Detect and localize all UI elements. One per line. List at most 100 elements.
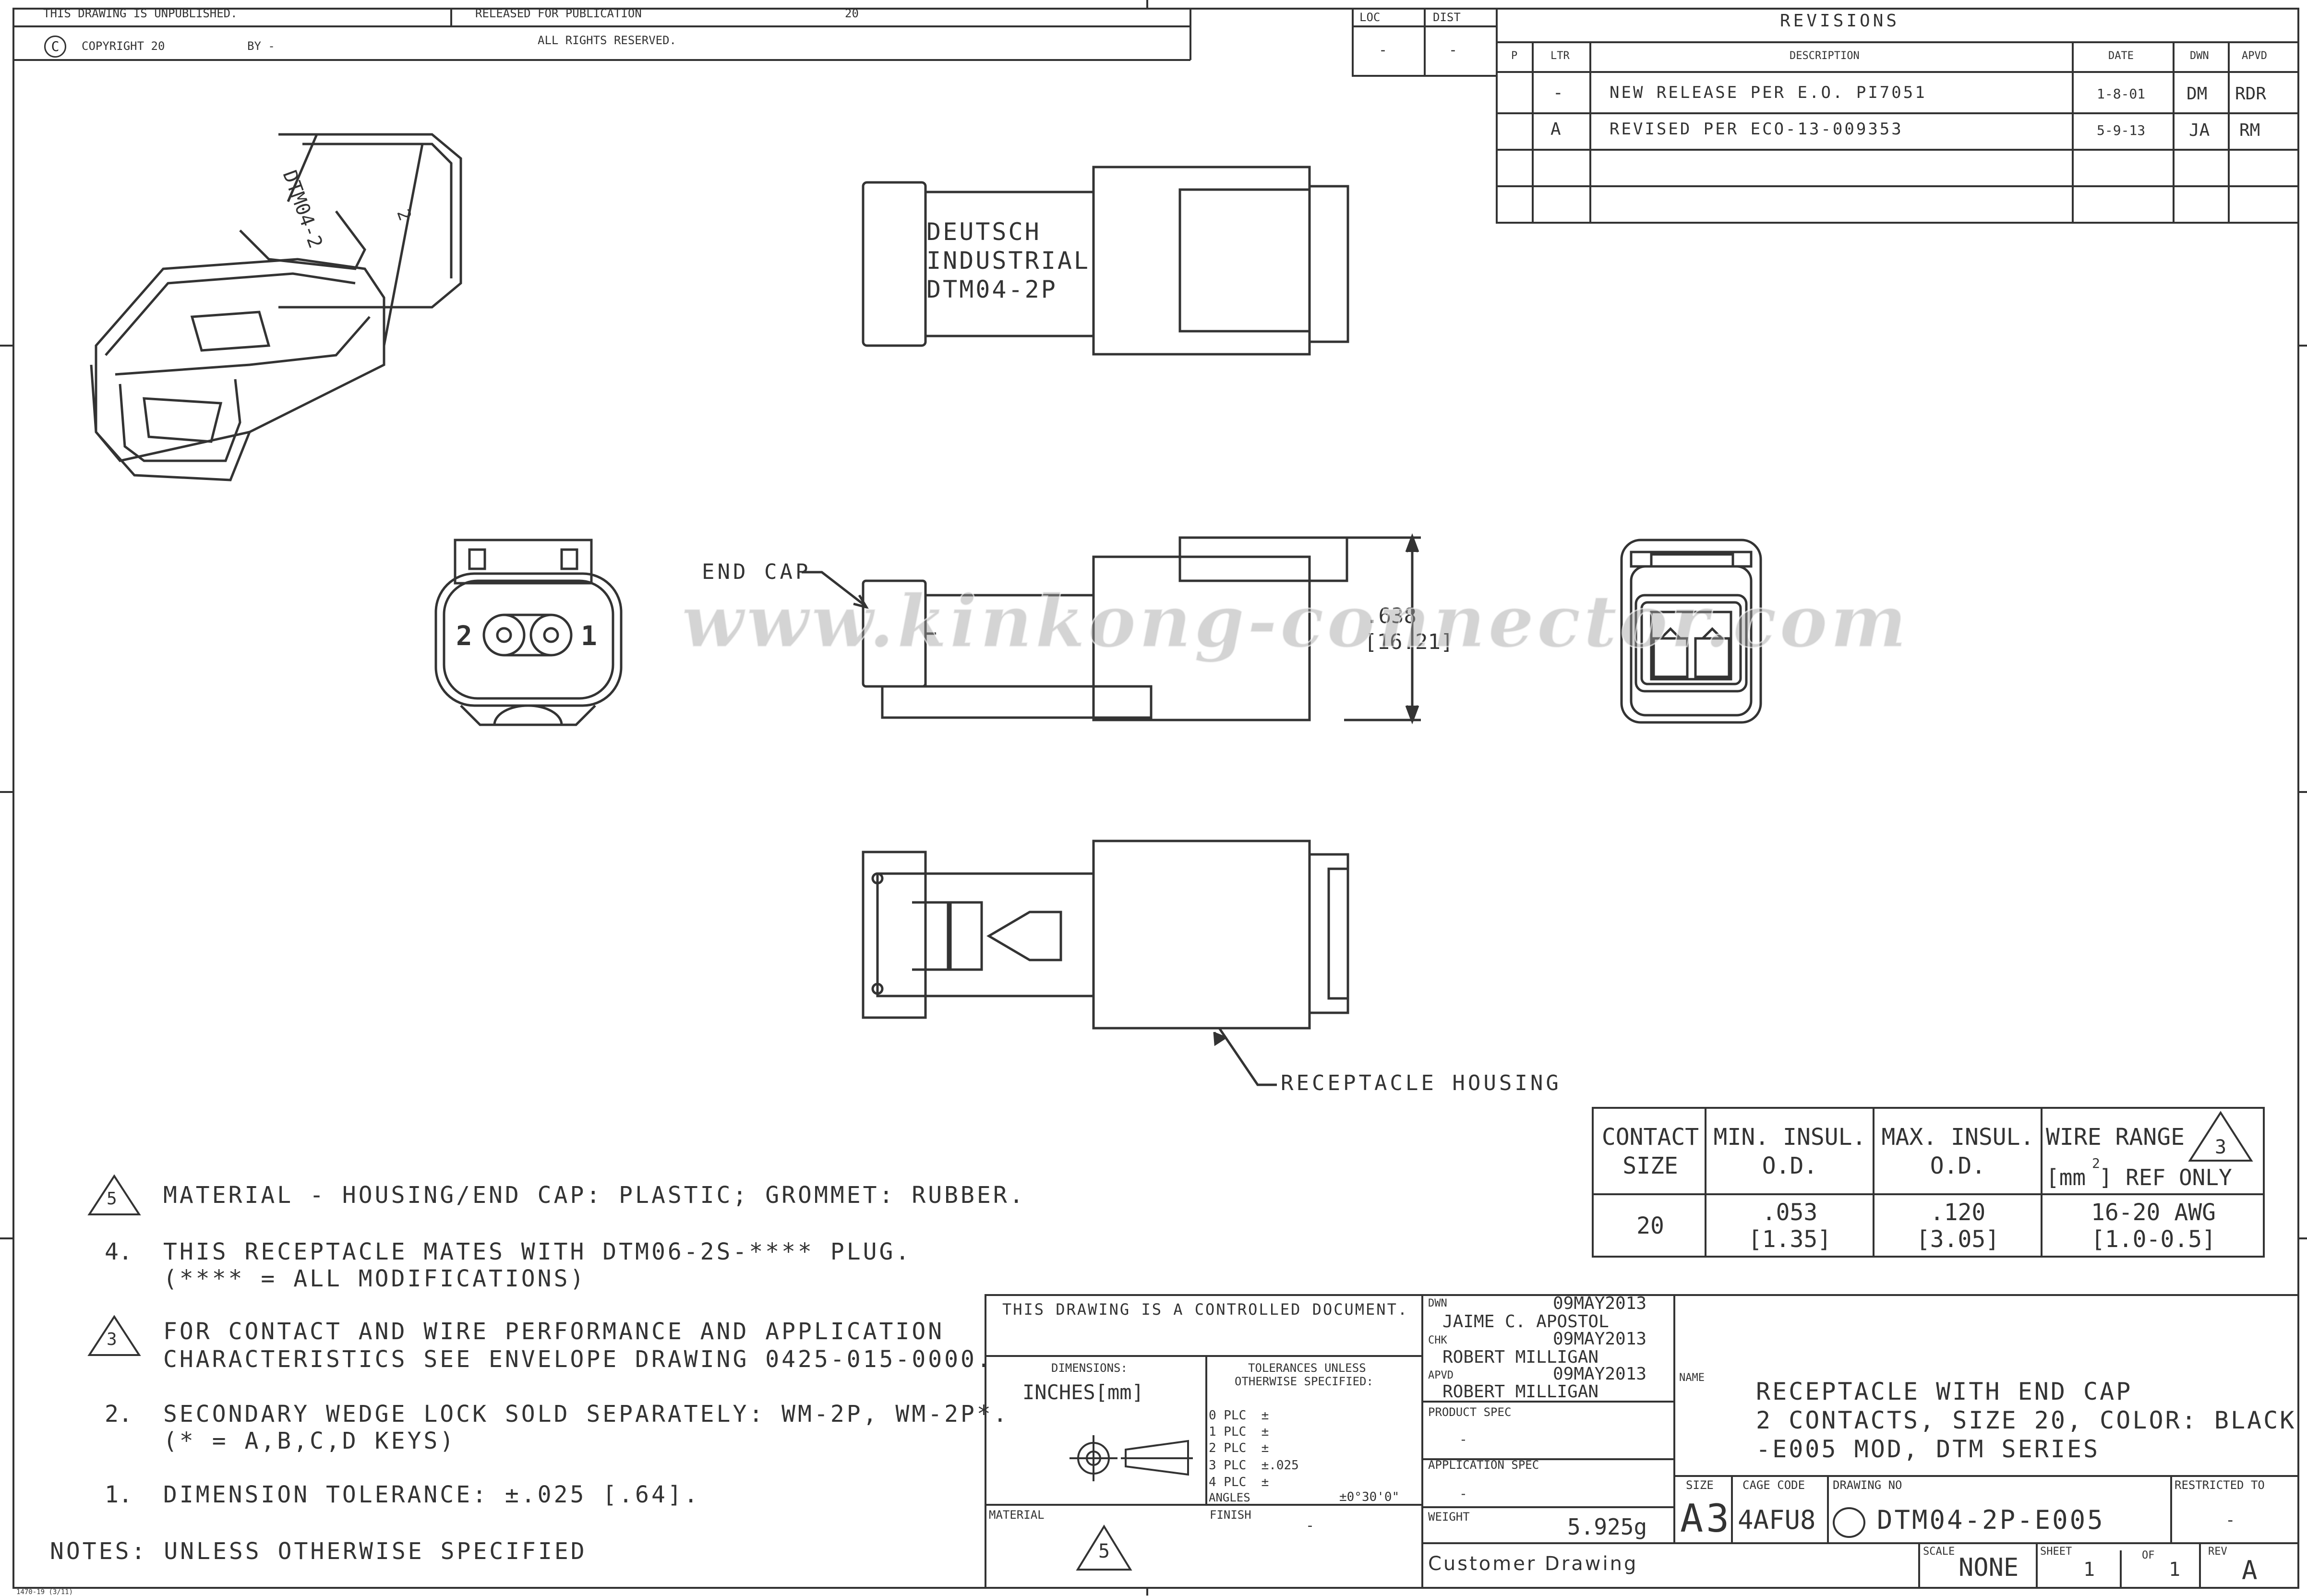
note-5-line-1: MATERIAL - HOUSING/END CAP: PLASTIC; GRO… (163, 1182, 1026, 1209)
of-label: OF (2142, 1549, 2155, 1561)
dwn-label: DWN (1428, 1297, 1447, 1309)
product-spec-value: - (1459, 1431, 1467, 1447)
rev-col-p: P (1511, 50, 1518, 62)
restricted-value: - (2225, 1511, 2235, 1530)
note-1-num: 1. (105, 1481, 132, 1508)
size-value: A3 (1680, 1496, 1732, 1541)
contact-col-4-line-1: WIRE RANGE (2046, 1124, 2185, 1151)
note-5-flag-num: 5 (107, 1189, 117, 1209)
note-4-line-1: THIS RECEPTACLE MATES WITH DTM06-2S-****… (163, 1238, 912, 1265)
dimension-inches: .638 (1366, 604, 1417, 628)
name-label: NAME (1679, 1372, 1705, 1384)
rev-row-apvd: RM (2239, 120, 2260, 140)
restricted-label: RESTRICTED TO (2175, 1478, 2265, 1492)
min-insul-mm: [1.35] (1748, 1226, 1832, 1253)
material-label: MATERIAL (989, 1508, 1045, 1522)
chk-date: 09MAY2013 (1553, 1329, 1647, 1349)
rights-text: ALL RIGHTS RESERVED. (538, 34, 676, 47)
superscript-2: 2 (2092, 1155, 2100, 1171)
year-text: 20 (845, 7, 859, 20)
dimension-mm: [16.21] (1364, 630, 1454, 654)
released-text: RELEASED FOR PUBLICATION (475, 7, 642, 20)
end-view-right (1620, 539, 1762, 724)
apvd-date: 09MAY2013 (1553, 1364, 1647, 1384)
size-label: SIZE (1686, 1478, 1714, 1492)
note-3-line-1: FOR CONTACT AND WIRE PERFORMANCE AND APP… (163, 1318, 945, 1345)
cage-code-value: 4AFU8 (1738, 1505, 1816, 1535)
isometric-view (90, 133, 462, 481)
wire-range-flag-num: 3 (2215, 1136, 2227, 1158)
rev-row-dwn: DM (2187, 84, 2208, 104)
copyright-icon: C (44, 36, 66, 58)
rev-row-date: 5-9-13 (2097, 122, 2146, 138)
rev-col-ltr: LTR (1550, 50, 1570, 62)
min-insul-in: .053 (1762, 1199, 1818, 1226)
dist-value: - (1449, 42, 1458, 59)
name-line-3: -E005 MOD, DTM SERIES (1756, 1435, 2100, 1463)
top-label-1: DEUTSCH (926, 218, 1041, 246)
contact-col-2-line-2: O.D. (1762, 1152, 1818, 1179)
finish-value: - (1306, 1517, 1315, 1534)
material-flag-num: 5 (1098, 1540, 1110, 1562)
note-2-num: 2. (105, 1401, 132, 1428)
note-4-line-2: (**** = ALL MODIFICATIONS) (163, 1265, 587, 1292)
pin-1-label: 1 (581, 621, 597, 652)
copyright-text: COPYRIGHT 20 (82, 39, 165, 53)
scale-value: NONE (1959, 1553, 2019, 1582)
dimensions-value: INCHES[mm] (1022, 1380, 1144, 1404)
form-number: 1470-19 (3/11) (16, 1588, 73, 1596)
rev-label: REV (2208, 1546, 2227, 1558)
rev-row-date: 1-8-01 (2097, 86, 2146, 102)
sheet-value: 1 (2083, 1559, 2095, 1581)
of-value: 1 (2169, 1559, 2181, 1581)
rev-row-description: REVISED PER ECO-13-009353 (1610, 120, 1903, 139)
material-flag (1076, 1524, 1132, 1571)
end-view-left (434, 539, 623, 726)
pin-2-label: 2 (456, 621, 472, 652)
product-spec-label: PRODUCT SPEC (1428, 1405, 1512, 1419)
customer-drawing: Customer Drawing (1428, 1553, 1638, 1575)
application-spec-value: - (1459, 1486, 1467, 1501)
receptacle-housing-label: RECEPTACLE HOUSING (1281, 1071, 1562, 1095)
revisions-title: REVISIONS (1780, 11, 1900, 31)
rev-col-description: DESCRIPTION (1790, 50, 1860, 62)
note-2-line-1: SECONDARY WEDGE LOCK SOLD SEPARATELY: WM… (163, 1401, 1009, 1428)
note-3-line-2: CHARACTERISTICS SEE ENVELOPE DRAWING 042… (163, 1346, 993, 1373)
max-insul-mm: [3.05] (1916, 1226, 2000, 1253)
watermark: www.kinkong-connector.com (681, 579, 1910, 664)
top-view (862, 166, 1349, 356)
contact-col-2-line-1: MIN. INSUL. (1713, 1124, 1866, 1151)
by-text: BY - (247, 39, 275, 53)
max-insul-in: .120 (1930, 1199, 1986, 1226)
title-block-grid (985, 1294, 2299, 1589)
contact-col-1-line-1: CONTACT (1601, 1124, 1699, 1151)
note-2-line-2: (* = A,B,C,D KEYS) (163, 1428, 457, 1454)
wire-range-flag (2188, 1111, 2253, 1162)
rev-row-ltr: A (1550, 120, 1561, 139)
tolerance-3: 3 PLC ±.025 (1209, 1458, 1299, 1473)
weight-value: 5.925g (1567, 1514, 1647, 1540)
rev-value: A (2242, 1555, 2258, 1585)
bottom-view (862, 840, 1349, 1086)
te-logo-icon (1833, 1507, 1865, 1538)
top-label-2: INDUSTRIAL (926, 247, 1091, 275)
loc-value: - (1379, 42, 1388, 59)
top-label-3: DTM04-2P (926, 276, 1057, 303)
contact-col-1-line-2: SIZE (1622, 1152, 1678, 1179)
weight-label: WEIGHT (1428, 1510, 1470, 1524)
sheet-label: SHEET (2040, 1546, 2072, 1558)
contact-col-3-line-2: O.D. (1930, 1152, 1986, 1179)
rev-col-dwn: DWN (2190, 50, 2209, 62)
contact-col-3-line-1: MAX. INSUL. (1881, 1124, 2034, 1151)
dwn-name: JAIME C. APOSTOL (1442, 1312, 1609, 1332)
tolerance-1: 1 PLC ± (1209, 1425, 1269, 1439)
dwn-date: 09MAY2013 (1553, 1294, 1647, 1313)
tolerances-label-1: TOLERANCES UNLESS (1248, 1361, 1366, 1375)
drawing-no-value: DTM04-2P-E005 (1877, 1505, 2105, 1535)
apvd-name: ROBERT MILLIGAN (1442, 1382, 1599, 1402)
note-3-flag-num: 3 (107, 1330, 117, 1349)
rev-row-description: NEW RELEASE PER E.O. PI7051 (1610, 83, 1927, 102)
controlled-text: THIS DRAWING IS A CONTROLLED DOCUMENT. (1002, 1300, 1409, 1319)
dist-label: DIST (1433, 11, 1461, 24)
